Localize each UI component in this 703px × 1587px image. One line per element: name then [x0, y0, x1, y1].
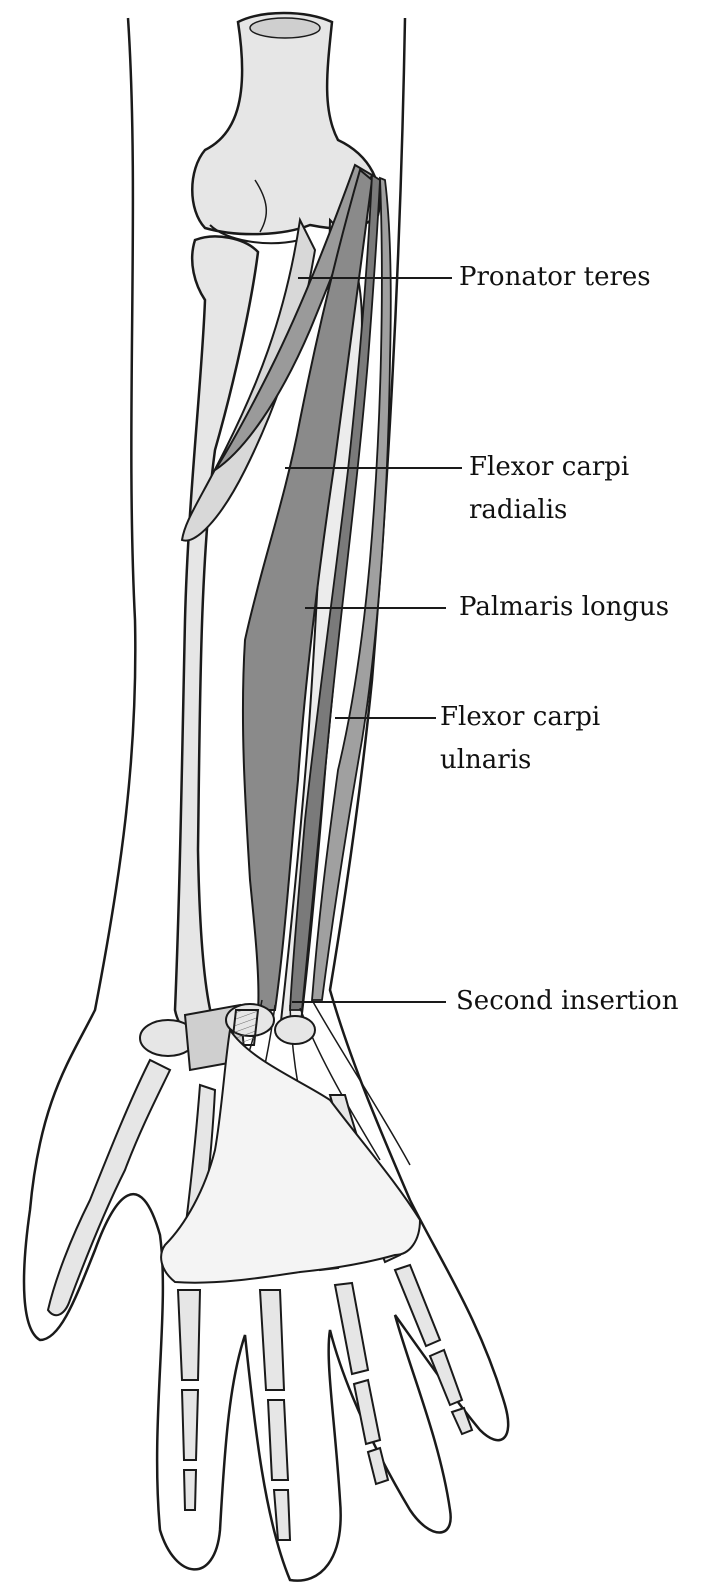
label-flexor-carpi-ulnaris-line1: Flexor carpi [440, 700, 600, 734]
label-second-insertion: Second insertion [456, 984, 678, 1018]
label-pronator-teres: Pronator teres [459, 260, 651, 294]
label-flexor-carpi-radialis-line1: Flexor carpi [469, 450, 629, 484]
label-flexor-carpi-ulnaris-line2: ulnaris [440, 743, 531, 777]
label-palmaris-longus: Palmaris longus [459, 590, 669, 624]
label-flexor-carpi-radialis-line2: radialis [469, 493, 567, 527]
